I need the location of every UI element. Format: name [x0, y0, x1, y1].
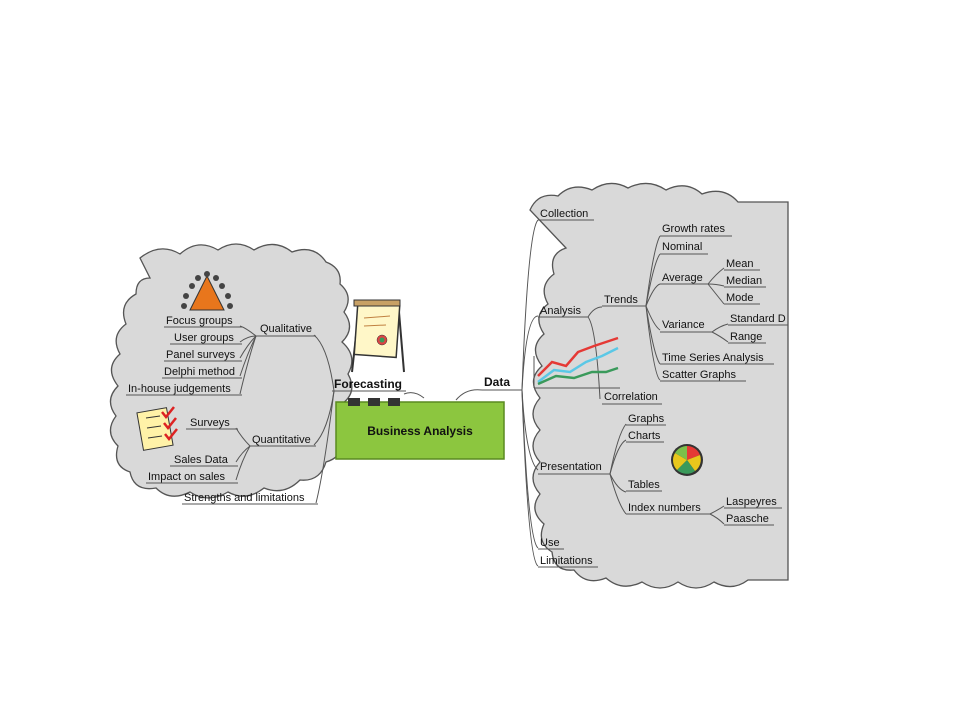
average-label: Average	[662, 272, 703, 284]
qualitative-item: Focus groups	[166, 315, 233, 327]
growth-rates-label: Growth rates	[662, 223, 725, 235]
qualitative-item: User groups	[174, 332, 234, 344]
node-handle[interactable]	[368, 398, 380, 406]
scatter-graphs-label: Scatter Graphs	[662, 369, 736, 381]
nominal-label: Nominal	[662, 241, 702, 253]
forecasting-label: Forecasting	[334, 377, 402, 391]
tables-label: Tables	[628, 479, 660, 491]
data-cloud	[529, 182, 789, 589]
quantitative-item: Sales Data	[174, 454, 229, 466]
qualitative-label: Qualitative	[260, 323, 312, 335]
strengths-label: Strengths and limitations	[184, 492, 305, 504]
pie-chart-icon	[671, 444, 703, 476]
flipchart-icon	[351, 299, 405, 373]
center-label: Business Analysis	[367, 424, 473, 438]
audience-icon	[181, 271, 233, 311]
presentation-label: Presentation	[540, 461, 602, 473]
index-item: Laspeyres	[726, 496, 777, 508]
analysis-label: Analysis	[540, 305, 581, 317]
node-handle[interactable]	[348, 398, 360, 406]
crop-mask	[789, 190, 809, 590]
graphs-label: Graphs	[628, 413, 665, 425]
variance-item: Standard D	[730, 313, 786, 325]
variance-label: Variance	[662, 319, 705, 331]
index-item: Paasche	[726, 513, 769, 525]
line-chart-icon	[533, 336, 620, 389]
center-node[interactable]: Business Analysis	[335, 401, 505, 460]
average-item: Median	[726, 275, 762, 287]
limitations-label: Limitations	[540, 555, 593, 567]
index-numbers-label: Index numbers	[628, 502, 701, 514]
use-label: Use	[540, 537, 560, 549]
average-item: Mode	[726, 292, 754, 304]
checklist-icon	[136, 406, 178, 451]
qualitative-item: In-house judgements	[128, 383, 231, 395]
collection-label: Collection	[540, 208, 588, 220]
average-item: Mean	[726, 258, 754, 270]
qualitative-item: Panel surveys	[166, 349, 236, 361]
charts-label: Charts	[628, 430, 661, 442]
connector-data	[455, 389, 483, 401]
quantitative-item: Surveys	[190, 417, 230, 429]
qualitative-item: Delphi method	[164, 366, 235, 378]
node-handle[interactable]	[388, 398, 400, 406]
quantitative-item: Impact on sales	[148, 471, 226, 483]
correlation-label: Correlation	[604, 391, 658, 403]
time-series-label: Time Series Analysis	[662, 352, 764, 364]
variance-item: Range	[730, 331, 762, 343]
data-label: Data	[484, 375, 510, 389]
trends-label: Trends	[604, 294, 638, 306]
connector-forecasting	[403, 392, 425, 399]
quantitative-label: Quantitative	[252, 434, 311, 446]
